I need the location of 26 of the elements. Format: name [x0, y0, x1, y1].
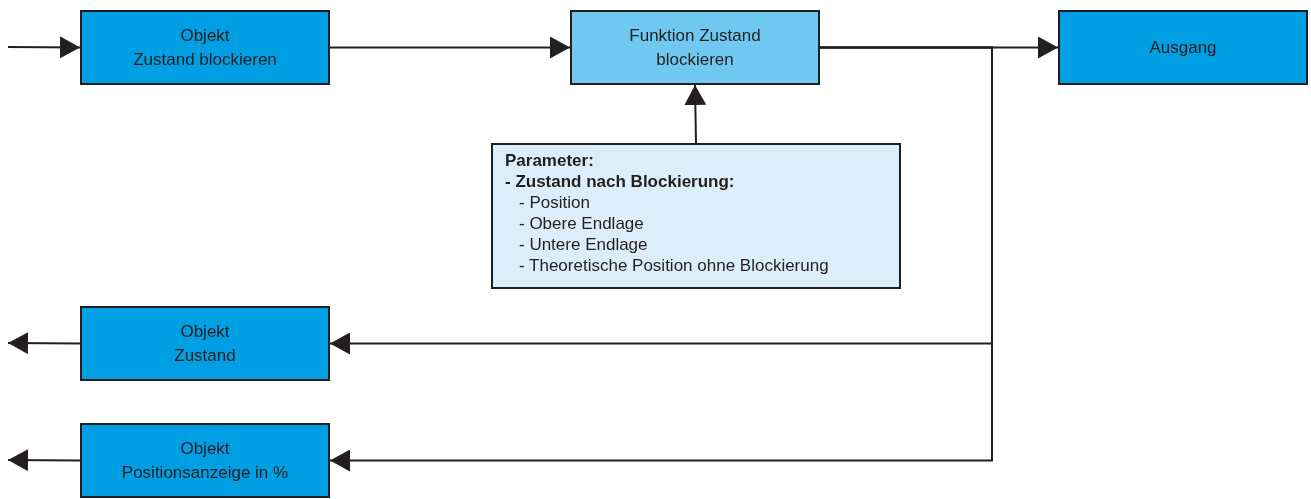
parameter-option: - Obere Endlage	[505, 213, 644, 234]
arrow	[329, 46, 993, 472]
process-box	[1058, 10, 1308, 85]
parameter-option: - Theoretische Position ohne Blockierung	[505, 255, 829, 276]
box-label: Objekt	[180, 437, 230, 460]
function-box	[570, 10, 820, 85]
parameter-heading: Parameter:	[505, 150, 594, 171]
parameter-option: - Untere Endlage	[505, 234, 648, 255]
process-box	[80, 423, 330, 498]
parameter-heading: - Zustand nach Blockierung:	[505, 171, 735, 192]
box-label: Ausgang	[1149, 36, 1217, 59]
box-label: Zustand	[174, 344, 236, 367]
box-label: Objekt	[180, 24, 230, 47]
arrow	[7, 449, 81, 472]
process-box	[80, 10, 330, 85]
arrow	[684, 84, 707, 144]
box-label: Zustand blockieren	[133, 48, 277, 71]
parameter-option: - Position	[505, 192, 590, 213]
arrow	[7, 332, 81, 355]
arrow	[329, 36, 571, 59]
box-label: Funktion Zustand blockieren	[628, 24, 762, 71]
parameter-box	[491, 143, 901, 289]
box-label: Positionsanzeige in %	[121, 461, 289, 484]
process-box	[80, 306, 330, 381]
arrow	[7, 36, 81, 59]
box-label: Objekt	[180, 320, 230, 343]
